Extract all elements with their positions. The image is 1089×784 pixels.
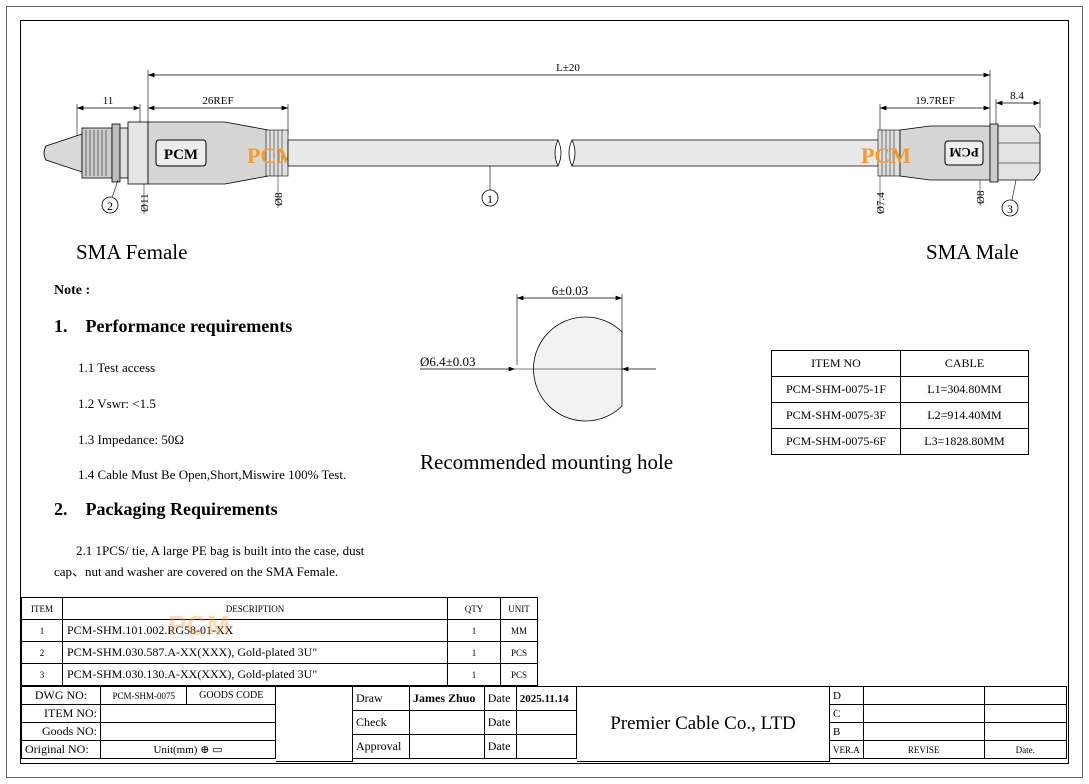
bom-cell: 2 [21, 641, 63, 664]
ver-label: VER.A [829, 740, 864, 759]
perf-item-4: 1.4 Cable Must Be Open,Short,Miswire 100… [78, 467, 347, 482]
dwg-no-label: DWG NO: [21, 686, 101, 705]
pack-line-2: cap、nut and washer are covered on the SM… [54, 564, 339, 579]
bom-cell: 3 [21, 663, 63, 686]
goods-code-label: GOODS CODE [186, 686, 276, 705]
dim-26ref: 26REF [202, 95, 233, 107]
left-connector-label: SMA Female [76, 240, 188, 264]
item-table-cell: L1=304.80MM [900, 376, 1029, 403]
dim-8-4: 8.4 [1010, 90, 1024, 102]
bom-watermark-logo: PCM [168, 610, 231, 641]
callout-2: 2 [107, 199, 113, 213]
logo-right: PCM [861, 143, 911, 168]
item-table-header: CABLE [900, 350, 1029, 377]
rdate-label: Date. [983, 740, 1068, 759]
bom-header: DESCRIPTION [62, 597, 448, 620]
original-no-label: Original NO: [21, 740, 101, 759]
date-label: Date [483, 710, 517, 735]
bom-cell: PCS [500, 663, 538, 686]
draw-name: James Zhuo [409, 686, 485, 711]
perf-item-3: 1.3 Impedance: 50Ω [78, 432, 185, 447]
bom-cell: 1 [447, 641, 501, 664]
rev-b: B [829, 722, 864, 741]
bom-cell: PCS [500, 641, 538, 664]
bom-header: ITEM [21, 597, 63, 620]
dim-length: L±20 [556, 62, 580, 74]
draw-date: 2025.11.14 [515, 686, 578, 711]
bom-cell: MM [500, 619, 538, 642]
bom-header: UNIT [500, 597, 538, 620]
projection-symbol: ⊕ ▭ [200, 744, 223, 756]
bom-table: ITEM DESCRIPTION QTY UNIT 1 PCM-SHM.101.… [21, 597, 538, 686]
check-label: Check [352, 710, 410, 735]
approval-label: Approval [352, 734, 410, 759]
pack-title: 2. Packaging Requirements [54, 499, 278, 519]
rev-c: C [829, 704, 864, 723]
bom-cell: 1 [447, 619, 501, 642]
right-connector-label: SMA Male [926, 240, 1019, 264]
dia-11: Ø11 [139, 193, 151, 212]
goods-no-label: Goods NO: [21, 722, 101, 741]
svg-text:PCM: PCM [949, 145, 979, 160]
item-table-cell: L2=914.40MM [900, 402, 1029, 429]
blank-cell [276, 686, 353, 762]
hole-width-dim: 6±0.03 [552, 283, 588, 298]
bom-cell: 1 [21, 619, 63, 642]
perf-title: 1. Performance requirements [54, 316, 293, 336]
company-cell: Premier Cable Co., LTD [577, 686, 830, 762]
dwg-no-value: PCM-SHM-0075 [99, 686, 188, 705]
perf-item-1: 1.1 Test access [78, 360, 156, 375]
callout-3: 3 [1007, 202, 1013, 216]
bom-cell: 1 [447, 663, 501, 686]
inner-border [20, 20, 1069, 764]
item-table-header: ITEM NO [771, 350, 901, 377]
item-table-cell: L3=1828.80MM [900, 428, 1029, 455]
item-table-cell: PCM-SHM-0075-3F [771, 402, 901, 429]
callout-1: 1 [487, 192, 493, 206]
cable-drawing: L±20 11 26REF 19.7REF 8.4 PCM PCM PCM PC… [43, 62, 1041, 217]
item-table-cell: PCM-SHM-0075-6F [771, 428, 901, 455]
outer-border [6, 6, 1083, 778]
perf-item-2: 1.2 Vswr: <1.5 [78, 396, 156, 411]
unit-label: Unit(mm) [153, 744, 198, 756]
date-label: Date [483, 686, 517, 711]
hole-caption: Recommended mounting hole [420, 450, 674, 474]
item-no-label: ITEM NO: [21, 704, 101, 723]
pack-line-1: 2.1 1PCS/ tie, A large PE bag is built i… [76, 543, 365, 558]
dim-11: 11 [103, 95, 114, 107]
revise-label: REVISE [862, 740, 985, 759]
note-title: Note : [54, 283, 91, 298]
dia-7-4: Ø7.4 [875, 192, 887, 214]
item-table-cell: PCM-SHM-0075-1F [771, 376, 901, 403]
company-name: Premier Cable Co., LTD [610, 713, 796, 734]
mounting-hole-drawing: 6±0.03 Ø6.4±0.03 [420, 283, 656, 422]
draw-label: Draw [352, 686, 410, 711]
dia-8-right: Ø8 [975, 190, 987, 204]
bom-header: QTY [447, 597, 501, 620]
bom-cell: PCM-SHM.030.130.A-XX(XXX), Gold-plated 3… [62, 663, 448, 686]
svg-text:PCM: PCM [164, 147, 198, 163]
rev-d: D [829, 686, 864, 705]
dia-8-left: Ø8 [273, 192, 285, 206]
hole-dia-dim: Ø6.4±0.03 [420, 354, 476, 369]
dim-19-7ref: 19.7REF [915, 95, 954, 107]
date-label: Date [483, 734, 517, 759]
bom-cell: PCM-SHM.101.002.RG58-01-XX [62, 619, 448, 642]
bom-cell: PCM-SHM.030.587.A-XX(XXX), Gold-plated 3… [62, 641, 448, 664]
